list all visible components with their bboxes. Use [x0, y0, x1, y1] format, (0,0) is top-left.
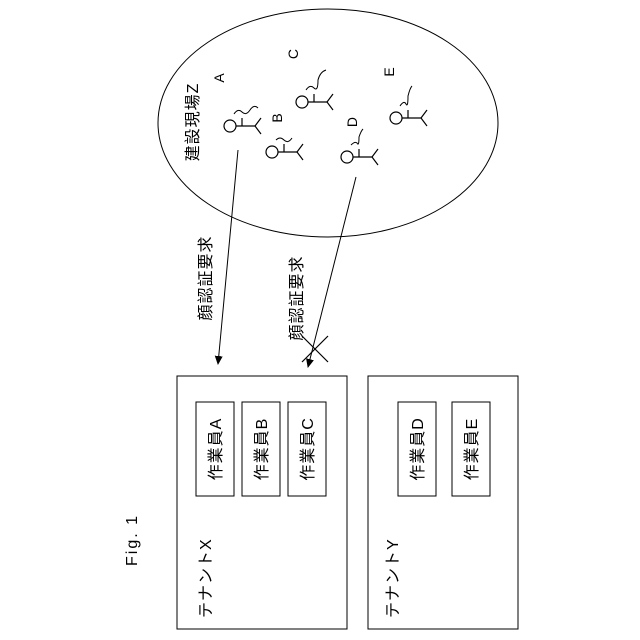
worker-a-icon	[224, 106, 261, 134]
construction-site-ellipse	[158, 9, 498, 237]
request-arrow-rejected	[308, 177, 356, 367]
worker-c-icon	[296, 70, 333, 110]
tenant-x-member-label: 作業員B	[253, 418, 271, 481]
tenant-x-member-label: 作業員C	[299, 417, 317, 481]
construction-site-label: 建設現場Z	[184, 83, 202, 162]
worker-e-icon	[390, 86, 427, 126]
worker-d-label: D	[344, 117, 360, 127]
tenant-y-label: テナントY	[385, 538, 402, 618]
figure-label: Fig. 1	[124, 514, 141, 566]
worker-e-label: E	[381, 67, 397, 76]
worker-b-icon	[266, 138, 303, 160]
request-label-accepted: 顔認証要求	[197, 235, 215, 320]
tenant-x-member-label: 作業員A	[207, 418, 225, 481]
worker-b-label: B	[269, 113, 285, 122]
tenant-y-member-label: 作業員E	[463, 418, 481, 481]
tenant-y-member-label: 作業員D	[409, 417, 427, 481]
request-arrow-accepted	[218, 150, 238, 364]
worker-d-icon	[341, 129, 378, 165]
tenant-x-label: テナントX	[198, 538, 215, 618]
worker-c-label: C	[285, 49, 301, 59]
worker-a-label: A	[211, 73, 227, 83]
request-label-rejected: 顔認証要求	[288, 255, 306, 340]
